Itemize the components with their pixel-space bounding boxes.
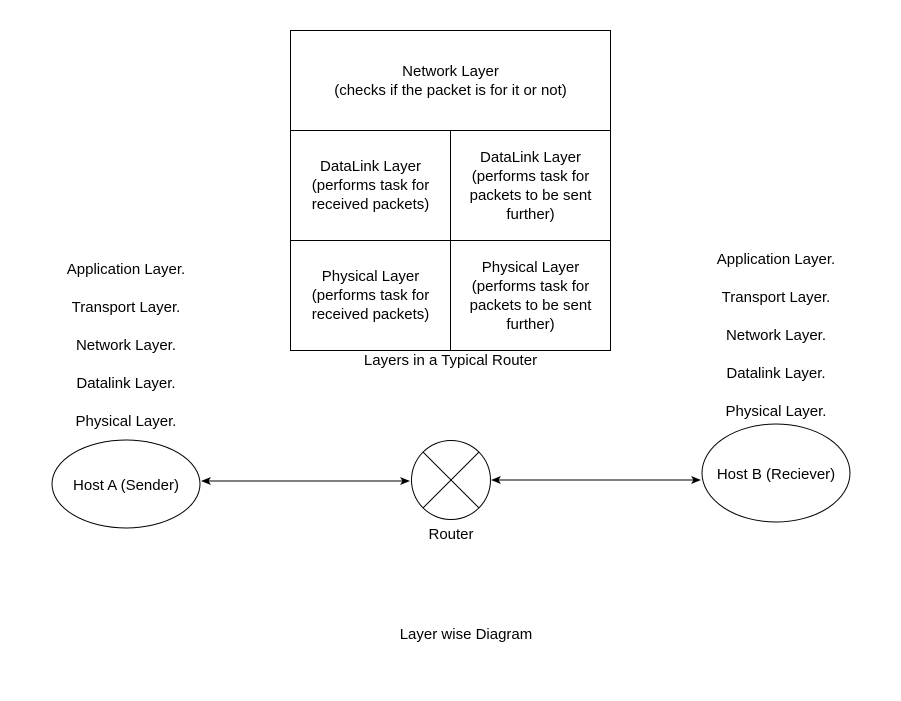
- datalink-sent-text: DataLink Layer (performs task for packets …: [470, 149, 593, 223]
- text-line: received packets): [312, 306, 430, 323]
- physical-received-cell: [290, 240, 451, 351]
- text-line: packets to be sent: [470, 187, 593, 204]
- router-node: Router: [411, 440, 491, 543]
- physical-received-text: Physical Layer (performs task for received…: [312, 268, 430, 323]
- text-line: further): [506, 316, 554, 333]
- host-b-layer-stack: Application Layer. Transport Layer. Networ…: [717, 251, 835, 420]
- text-line: Datalink Layer.: [76, 375, 175, 392]
- text-line: Physical Layer: [482, 259, 580, 276]
- host-a-ellipse: [51, 439, 201, 529]
- host-a-label: Host A (Sender): [73, 477, 179, 494]
- text-line: Datalink Layer.: [726, 365, 825, 382]
- physical-sent-cell: [450, 240, 611, 351]
- router-label: Router: [428, 526, 473, 543]
- physical-sent-text: Physical Layer (performs task for packets …: [470, 259, 593, 333]
- datalink-received-cell: [290, 130, 451, 241]
- text-line: DataLink Layer: [480, 149, 581, 166]
- text-line: (performs task for: [472, 168, 590, 185]
- datalink-received-text: DataLink Layer (performs task for received…: [312, 158, 430, 213]
- router-layers-caption: Layers in a Typical Router: [364, 352, 537, 369]
- network-layer-cell: [290, 30, 611, 131]
- text-line: Network Layer: [402, 63, 499, 80]
- network-layer-text: Network Layer (checks if the packet is fo…: [334, 63, 567, 99]
- text-line: DataLink Layer: [320, 158, 421, 175]
- host-b-node: Host B (Reciever): [701, 423, 851, 523]
- text-line: Network Layer.: [76, 337, 176, 354]
- text-line: Physical Layer.: [76, 413, 177, 430]
- text-line: Physical Layer.: [726, 403, 827, 420]
- text-line: Physical Layer: [322, 268, 420, 285]
- text-line: further): [506, 206, 554, 223]
- text-line: (performs task for: [472, 278, 590, 295]
- text-line: Application Layer.: [717, 251, 835, 268]
- host-a-layer-stack: Application Layer. Transport Layer. Networ…: [67, 261, 185, 430]
- datalink-sent-cell: [450, 130, 611, 241]
- text-line: Application Layer.: [67, 261, 185, 278]
- host-a-node: Host A (Sender): [51, 439, 201, 529]
- text-line: packets to be sent: [470, 297, 593, 314]
- diagram-title: Layer wise Diagram: [400, 626, 533, 643]
- text-line: received packets): [312, 196, 430, 213]
- text-line: (performs task for: [312, 177, 430, 194]
- text-line: Transport Layer.: [722, 289, 831, 306]
- host-b-ellipse: [701, 423, 851, 523]
- text-line: Network Layer.: [726, 327, 826, 344]
- text-line: (checks if the packet is for it or not): [334, 82, 567, 99]
- host-b-label: Host B (Reciever): [717, 466, 835, 483]
- router-icon-cross-b: [422, 451, 480, 509]
- text-line: (performs task for: [312, 287, 430, 304]
- text-line: Transport Layer.: [72, 299, 181, 316]
- router-layers-box: Network Layer (checks if the packet is fo…: [290, 30, 611, 369]
